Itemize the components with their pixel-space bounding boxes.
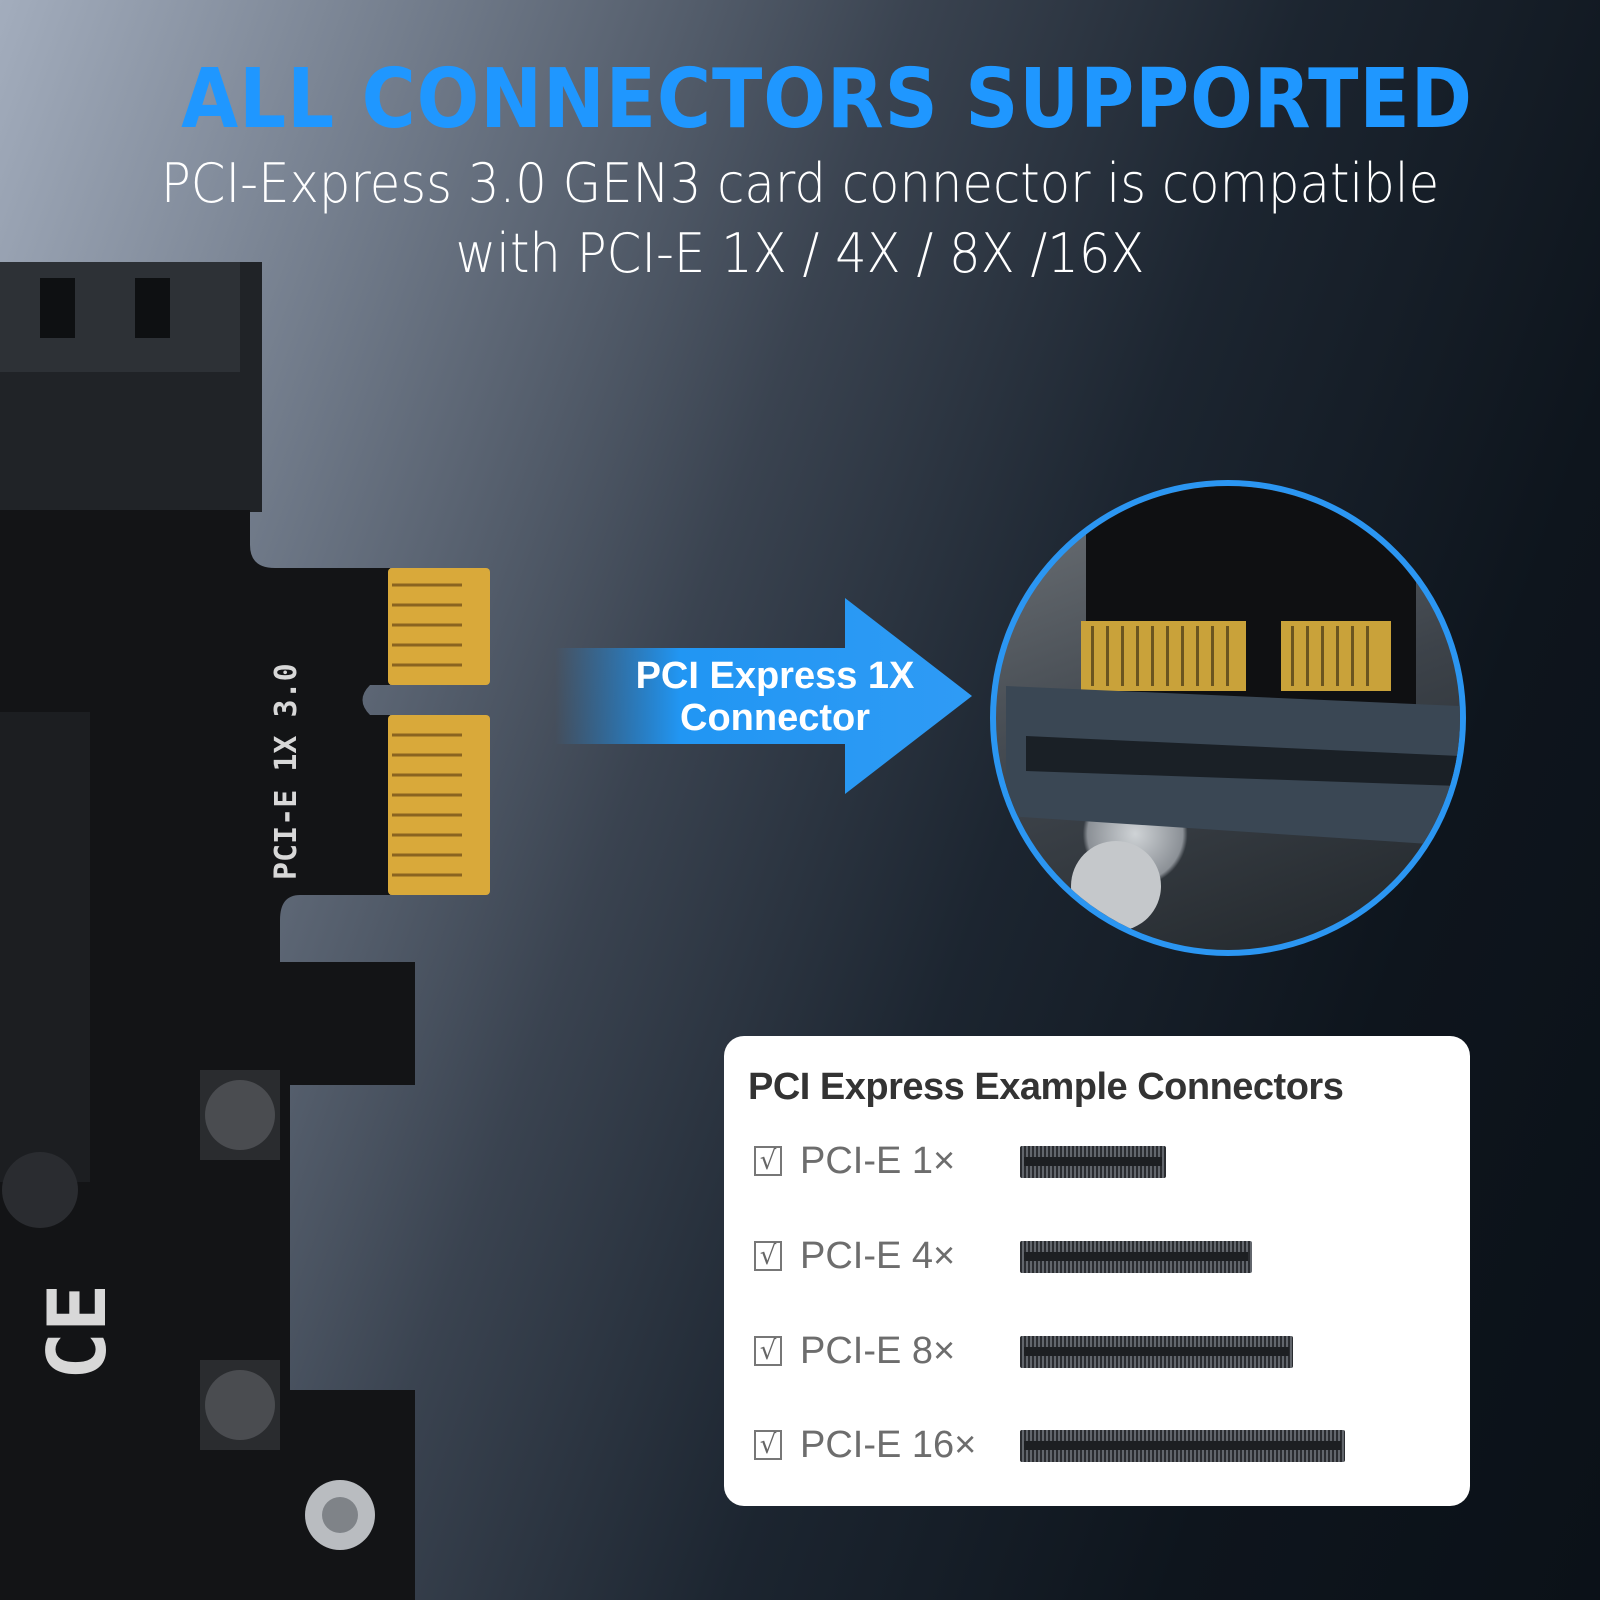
connector-label: PCI-E 4× (800, 1235, 956, 1277)
pcie-card-image: PCI-E 1X 3.0 CE (0, 262, 490, 1600)
pcie-1x-slot-image (1020, 1146, 1166, 1178)
svg-text:CE: CE (31, 1284, 124, 1380)
checkbox-checked-icon: √ (754, 1241, 782, 1271)
card-title: PCI Express Example Connectors (748, 1066, 1344, 1108)
pcb-silkscreen-label: PCI-E 1X 3.0 (269, 663, 304, 880)
pcie-8x-slot-image (1020, 1336, 1293, 1368)
arrow-label-line-2: Connector (680, 697, 870, 739)
subtitle-line-2: with PCI-E 1X / 4X / 8X /16X (455, 222, 1145, 285)
slot-closeup-image (990, 480, 1466, 956)
pcb-board (0, 510, 415, 1600)
connector-label: PCI-E 16× (800, 1424, 977, 1466)
subtitle-line-1: PCI-Express 3.0 GEN3 card connector is c… (160, 152, 1440, 215)
gold-fingers-long (388, 715, 490, 895)
arrow-label: PCI Express 1X Connector (590, 655, 960, 739)
connector-label: PCI-E 1× (800, 1140, 956, 1182)
checkbox-checked-icon: √ (754, 1146, 782, 1176)
headline: ALL CONNECTORS SUPPORTED (181, 52, 1473, 147)
checkbox-checked-icon: √ (754, 1430, 782, 1460)
pcie-4x-slot-image (1020, 1241, 1252, 1273)
heatsink (0, 712, 90, 1182)
arrow-shape (555, 598, 972, 794)
pcie-16x-slot-image (1020, 1430, 1345, 1462)
example-connectors-card: PCI Express Example Connectors √ PCI-E 1… (724, 1036, 1470, 1506)
connector-label: PCI-E 8× (800, 1330, 956, 1372)
checkbox-checked-icon: √ (754, 1336, 782, 1366)
arrow-label-line-1: PCI Express 1X (635, 655, 915, 697)
